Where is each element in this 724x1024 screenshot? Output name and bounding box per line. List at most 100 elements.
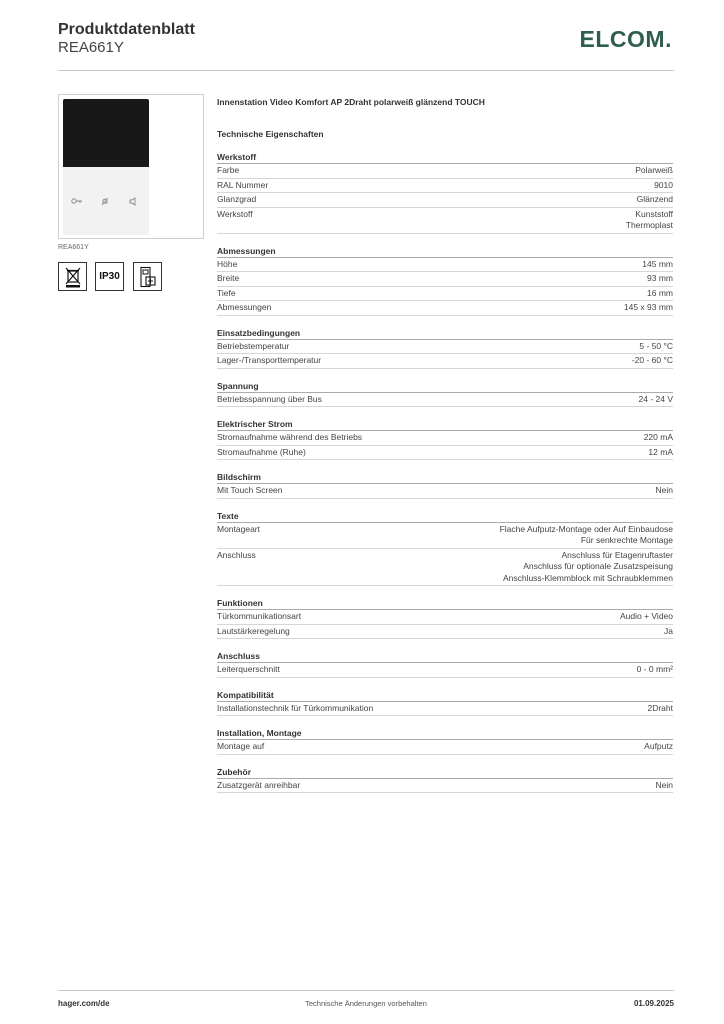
spec-row: Glanzgrad Glänzend	[217, 193, 673, 208]
product-description: Innenstation Video Komfort AP 2Draht pol…	[217, 97, 485, 107]
spec-value-line: Nein	[655, 485, 673, 495]
spec-row: Lager-/Transporttemperatur-20 - 60 °C	[217, 354, 673, 369]
spec-label: Mit Touch Screen	[217, 485, 283, 495]
key-icon	[71, 197, 83, 207]
spec-label: Werkstoff	[217, 208, 253, 219]
spec-value: 220 mA	[362, 432, 673, 444]
spec-value-line: 9010	[654, 179, 673, 190]
spec-value-line: Flache Aufputz-Montage oder Auf Einbaudo…	[499, 523, 673, 534]
section-title: Installation, Montage	[217, 727, 673, 740]
spec-label: Zusatzgerät anreihbar	[217, 779, 301, 790]
spec-label: Montageart	[217, 523, 260, 534]
spec-value-line: 0 - 0 mm²	[636, 664, 673, 674]
section-title: Abmessungen	[217, 245, 673, 258]
ip-rating-label: IP30	[99, 271, 120, 282]
spec-value: 5 - 50 °C	[289, 341, 673, 353]
spec-value: 24 - 24 V	[322, 394, 674, 406]
spec-label: RAL Nummer	[217, 179, 269, 190]
spec-label: Stromaufnahme (Ruhe)	[217, 446, 306, 457]
spec-value-line: 2Draht	[647, 702, 673, 713]
spec-label: Lager-/Transporttemperatur	[217, 355, 322, 365]
page-header: Produktdatenblatt REA661Y ELCOM.	[58, 20, 674, 71]
spec-row: Montageart Flache Aufputz-Montage oder Au…	[217, 523, 673, 549]
spec-row: Mit Touch Screen Nein	[217, 484, 673, 499]
specification-panel: Innenstation Video Komfort AP 2Draht pol…	[217, 96, 673, 793]
footer-disclaimer: Technische Änderungen vorbehalten	[305, 999, 427, 1008]
spec-row: Höhe 145 mm	[217, 258, 673, 272]
spec-value: 9010	[268, 180, 673, 192]
spec-value: Polarweiß	[239, 165, 673, 177]
indoor-station-device	[63, 99, 149, 235]
spec-label: Breite	[217, 273, 240, 283]
spec-row: RAL Nummer 9010	[217, 179, 673, 193]
spec-label: Leiterquerschnitt	[217, 664, 280, 674]
page-footer: hager.com/de Technische Änderungen vorbe…	[58, 990, 674, 1017]
footer-date: 01.09.2025	[633, 999, 674, 1008]
spec-value-line: 220 mA	[643, 432, 673, 442]
spec-row: Abmessungen 145 x 93 mm	[217, 301, 673, 316]
spec-value-line: 16 mm	[647, 287, 673, 298]
spec-value-line: Ja	[664, 625, 673, 636]
spec-value-line: Anschluss für optionale Zusatzspeisung	[523, 561, 673, 571]
spec-label: Lautstärkeregelung	[217, 625, 290, 636]
section-title: Funktionen	[217, 597, 673, 610]
spec-value: 12 mA	[306, 447, 673, 459]
spec-label: Farbe	[217, 165, 240, 175]
section-title: Texte	[217, 510, 673, 523]
spec-value-line: 145 mm	[642, 258, 673, 269]
spec-label: Höhe	[217, 258, 238, 269]
spec-row: Leiterquerschnitt 0 - 0 mm²	[217, 663, 673, 678]
spec-label: Glanzgrad	[217, 194, 257, 204]
spec-value-line: Thermoplast	[625, 220, 673, 230]
spec-value: Ja	[290, 626, 673, 638]
spec-label: Betriebsspannung über Bus	[217, 393, 322, 404]
product-image	[58, 94, 204, 239]
spec-label: Anschluss	[217, 549, 256, 560]
spec-value: 0 - 0 mm²	[280, 664, 673, 676]
section-title: Spannung	[217, 380, 673, 393]
spec-label: Abmessungen	[217, 302, 272, 312]
spec-label: Montage auf	[217, 741, 265, 751]
spec-value: Aufputz	[264, 741, 673, 753]
spec-value-line: Glänzend	[636, 194, 673, 204]
spec-value: Nein	[300, 780, 673, 792]
section-title: Bildschirm	[217, 471, 673, 484]
brand-logo: ELCOM.	[579, 26, 672, 52]
spec-value: Nein	[283, 485, 673, 497]
spec-row: Lautstärkeregelung Ja	[217, 625, 673, 639]
section-title: Einsatzbedingungen	[217, 327, 673, 340]
spec-value: 93 mm	[239, 273, 673, 285]
section-title: Zubehör	[217, 766, 673, 779]
weee-bin-icon	[58, 262, 87, 291]
spec-value: 145 mm	[237, 259, 673, 271]
device-screen	[63, 99, 149, 167]
speaker-icon	[129, 197, 137, 208]
spec-value-line: 5 - 50 °C	[639, 340, 673, 351]
image-caption: REA661Y	[58, 244, 89, 251]
ip30-rating-badge: IP30	[95, 262, 124, 291]
spec-value-line: Polarweiß	[635, 165, 673, 175]
spec-value-line: 145 x 93 mm	[623, 302, 673, 312]
spec-label: Türkommunikationsart	[217, 611, 302, 621]
spec-value: Flache Aufputz-Montage oder Auf Einbaudo…	[260, 524, 673, 547]
spec-value-line: 12 mA	[648, 446, 673, 457]
spec-value: Glänzend	[256, 194, 673, 206]
